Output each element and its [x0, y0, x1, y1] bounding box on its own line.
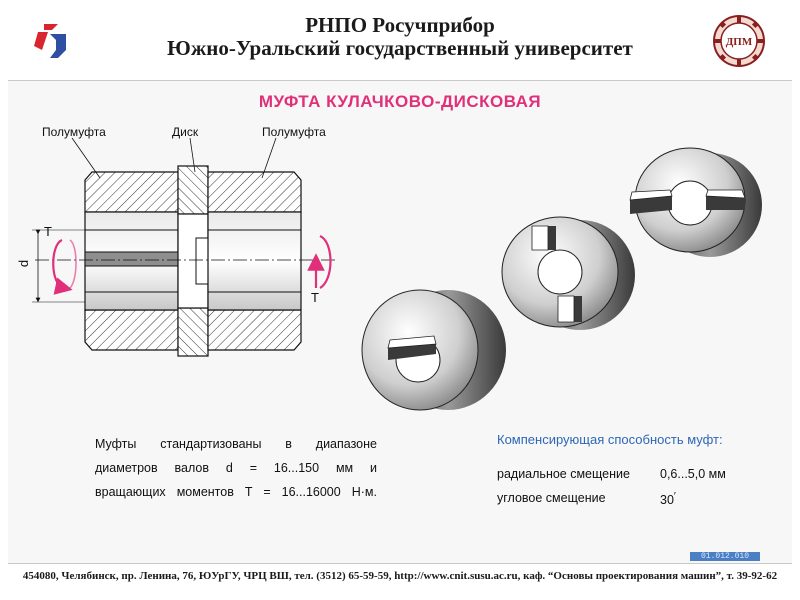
header-line-2: Южно-Уральский государственный университ…: [167, 36, 633, 60]
standardization-line-1: Муфты стандартизованы в диапазоне: [95, 437, 377, 451]
header-line-1: РНПО Росучприбор: [305, 13, 495, 37]
standardization-line-3: вращающих моментов T = 16...16000 Н·м.: [95, 485, 377, 499]
exploded-view: [361, 147, 762, 411]
angular-offset-unit: ′: [673, 491, 676, 502]
torque-arrow-left: [52, 238, 77, 295]
torque-arrow-right: [307, 234, 332, 289]
footer-contact: 454080, Челябинск, пр. Ленина, 76, ЮУрГУ…: [22, 570, 778, 582]
slide-title: МУФТА КУЛАЧКОВО-ДИСКОВАЯ: [258, 92, 542, 111]
header: РНПО Росучприбор Южно-Уральский государс…: [0, 0, 800, 78]
disk-3d: [501, 216, 635, 330]
angular-offset-value: 30′: [660, 491, 676, 507]
right-half-coupling: [207, 171, 302, 351]
angular-offset-number: 30: [660, 493, 674, 508]
label-diameter: d: [16, 259, 32, 268]
half-coupling-3d-right: [629, 147, 762, 257]
standardization-line-2: диаметров валов d = 16...150 мм и: [95, 461, 377, 475]
label-half-coupling-right: Полумуфта: [262, 125, 326, 139]
left-half-coupling: [84, 171, 179, 351]
header-title: РНПО Росучприбор Южно-Уральский государс…: [120, 14, 680, 60]
compensation-title: Компенсирующая способность муфт:: [497, 432, 723, 447]
svg-text:ДПМ: ДПМ: [726, 36, 753, 48]
label-torque-right: T: [311, 290, 319, 305]
label-disk: Диск: [172, 125, 199, 139]
standardization-text: Муфты стандартизованы в диапазоне диамет…: [95, 432, 377, 504]
radial-offset-label: радиальное смещение: [497, 467, 630, 481]
radial-offset-value: 0,6...5,0 мм: [660, 467, 726, 481]
slide-code: 01.012.010: [690, 552, 760, 561]
rosuchpribor-logo: [34, 24, 66, 58]
dpm-department-logo: ДПМ: [713, 15, 765, 67]
diameter-dimension: [32, 229, 85, 303]
half-coupling-3d-left: [361, 289, 506, 411]
angular-offset-label: угловое смещение: [497, 491, 606, 505]
label-torque-left: T: [44, 224, 52, 239]
label-half-coupling-left: Полумуфта: [42, 125, 106, 139]
